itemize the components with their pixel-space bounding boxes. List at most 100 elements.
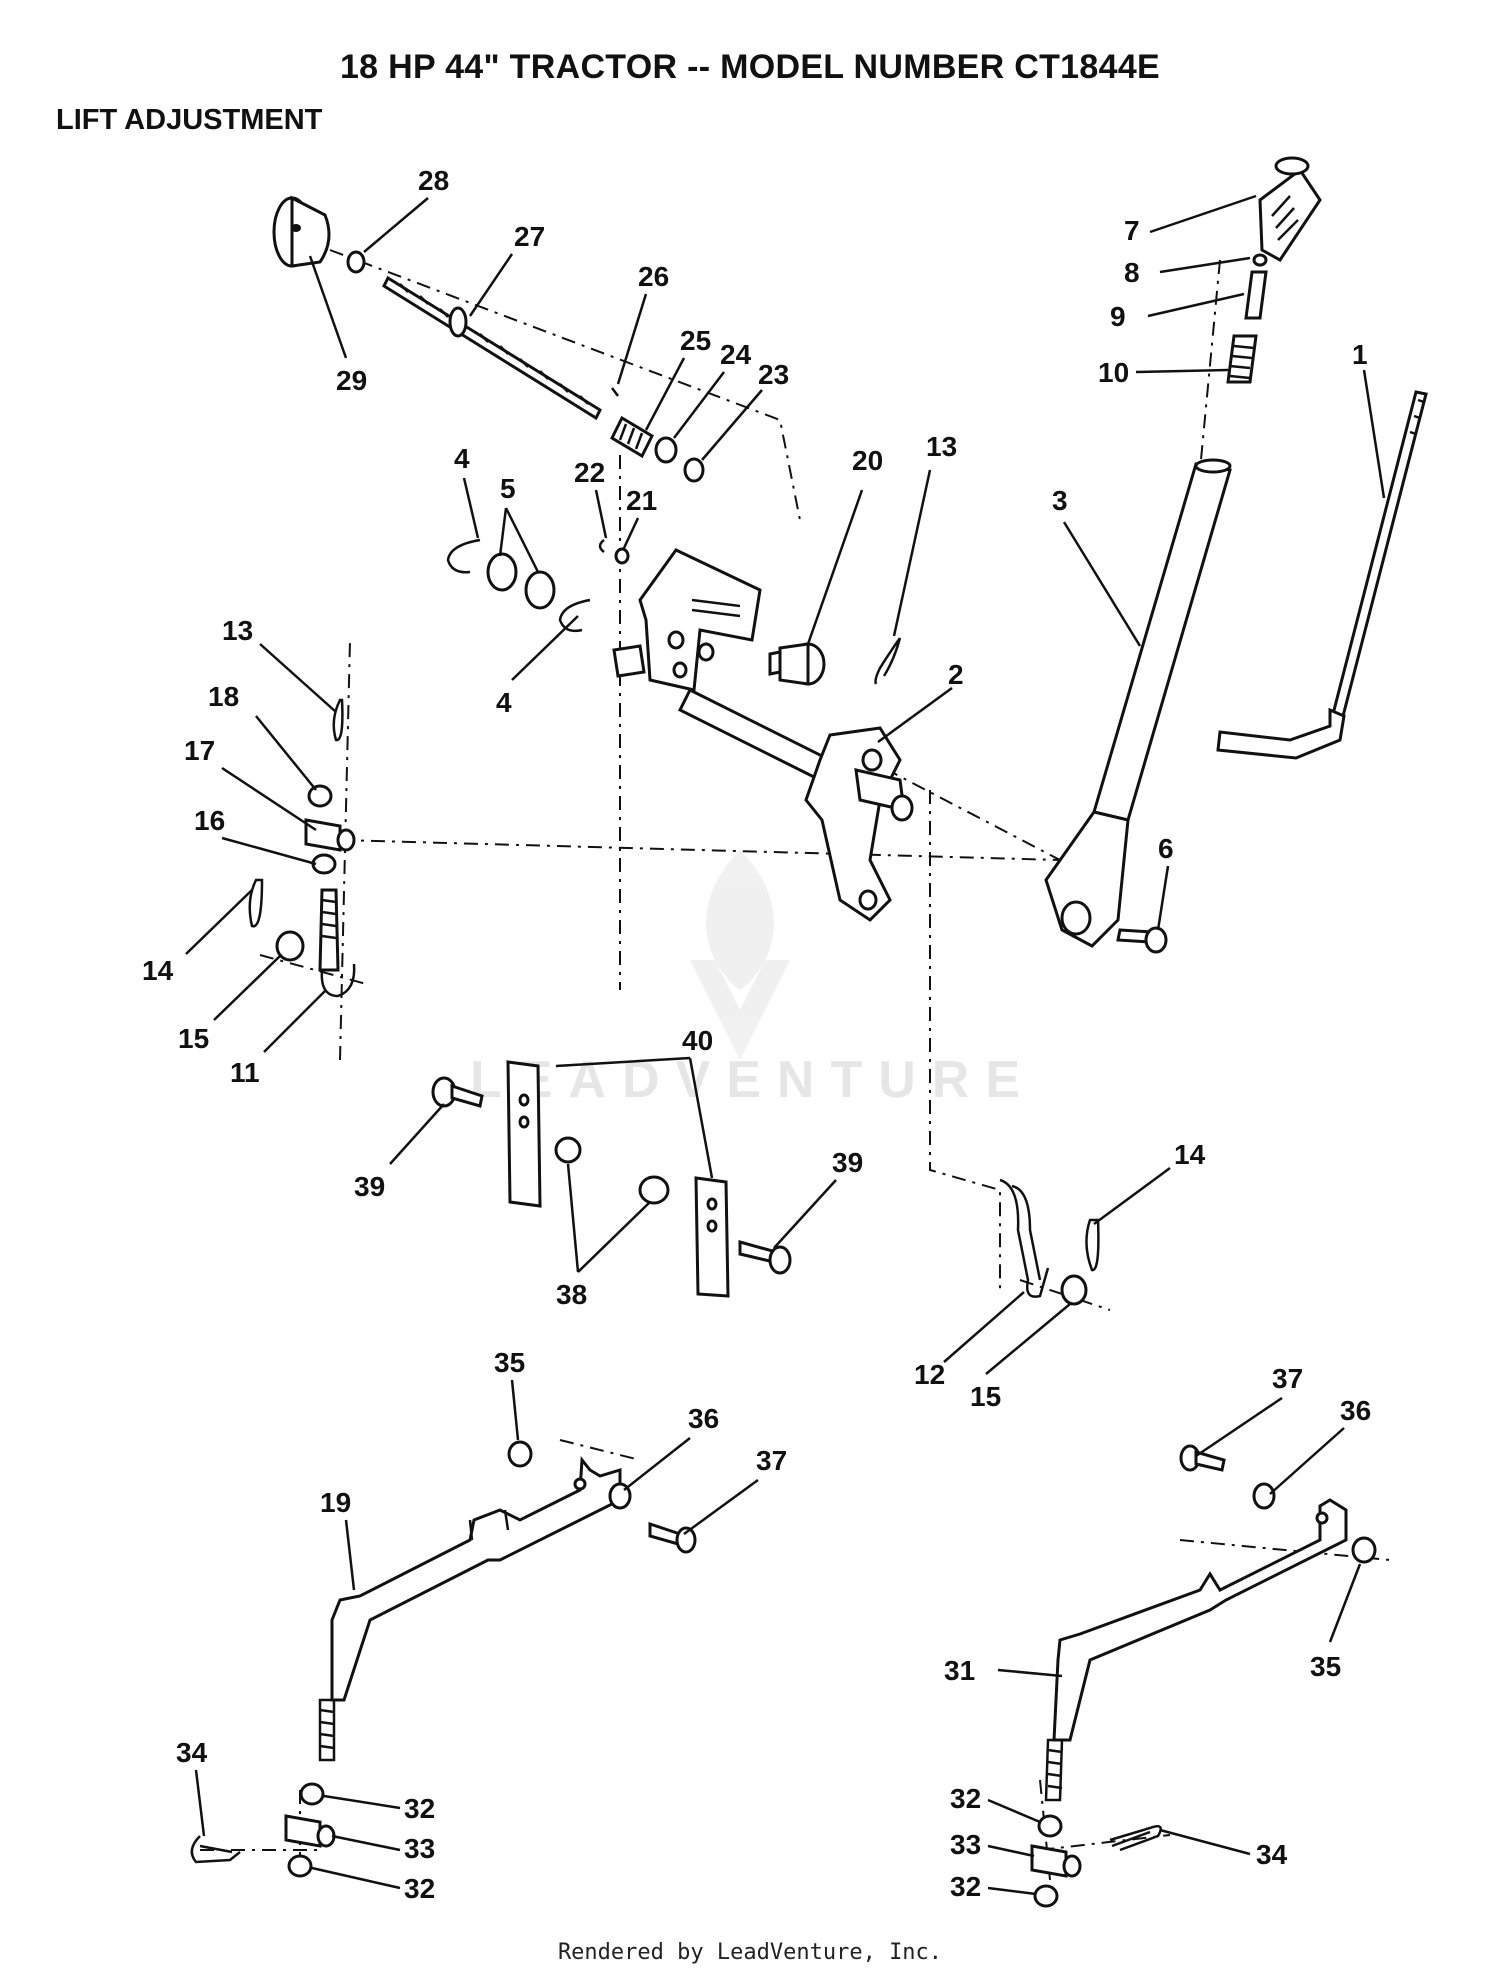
part-13-hairpin-left: [332, 698, 344, 742]
callout-6: 6: [1158, 833, 1174, 864]
callout-12: 12: [914, 1359, 945, 1390]
part-10-spring: [1226, 334, 1258, 384]
callout-32-br-b: 32: [950, 1871, 981, 1902]
part-15-washer-right: [1060, 1274, 1088, 1306]
part-15-washer-left: [275, 930, 305, 962]
callout-19: 19: [320, 1487, 351, 1518]
callout-8: 8: [1124, 257, 1140, 288]
callout-13-left: 13: [222, 615, 253, 646]
callout-7: 7: [1124, 215, 1140, 246]
callout-21: 21: [626, 485, 657, 516]
part-21-washer: [614, 547, 630, 565]
part-2-lift-shaft: [677, 687, 914, 922]
part-25-spring: [610, 415, 654, 459]
part-28-washer: [346, 250, 366, 274]
callout-27: 27: [514, 221, 545, 252]
leadventure-logo-watermark: [690, 850, 790, 1060]
part-1-rod: [1216, 390, 1428, 760]
callout-16: 16: [194, 805, 225, 836]
part-19-lift-link-left: [318, 1456, 622, 1762]
section-title: LIFT ADJUSTMENT: [56, 104, 323, 136]
callout-1: 1: [1352, 339, 1368, 370]
part-33-swivel-bl: [284, 1814, 336, 1848]
part-24-washer: [654, 436, 678, 464]
part-9-button-rod: [1244, 270, 1268, 320]
part-32-nut-br-b: [1033, 1884, 1059, 1908]
callout-36-left: 36: [688, 1403, 719, 1434]
part-35-nut-right: [1351, 1536, 1377, 1564]
part-12-hook: [999, 1178, 1050, 1298]
lift-bracket-plate: [612, 548, 762, 692]
callout-34-left: 34: [176, 1737, 208, 1768]
callout-37-right: 37: [1272, 1363, 1303, 1394]
callout-32-br-a: 32: [950, 1783, 981, 1814]
callout-15-left: 15: [178, 1023, 209, 1054]
callout-40: 40: [682, 1025, 713, 1056]
part-39-bolt-left: [431, 1076, 484, 1108]
callout-5: 5: [500, 473, 516, 504]
part-17-swivel: [304, 818, 356, 852]
part-3-lift-handle: [1044, 458, 1232, 948]
part-38-nut-b: [638, 1175, 670, 1205]
part-13-hairpin-upper: [874, 637, 902, 685]
part-4-retaining-ring-b: [558, 598, 591, 633]
part-16-nut: [311, 853, 337, 875]
callout-32-bl-b: 32: [404, 1873, 435, 1904]
callout-18: 18: [208, 681, 239, 712]
callout-25: 25: [680, 325, 711, 356]
callout-15-right: 15: [970, 1381, 1001, 1412]
part-8-ball: [1252, 253, 1268, 267]
part-32-nut-bl-b: [287, 1854, 313, 1878]
part-20-adjuster-knob: [768, 642, 826, 686]
callout-36-right: 36: [1340, 1395, 1371, 1426]
callout-38: 38: [556, 1279, 587, 1310]
callout-35-left: 35: [494, 1347, 525, 1378]
callout-23: 23: [758, 359, 789, 390]
part-33-swivel-br: [1030, 1844, 1082, 1878]
part-37-bolt-right: [1179, 1444, 1226, 1472]
part-29-knob: [272, 195, 331, 268]
part-26-pin: [611, 387, 619, 397]
callout-14-right: 14: [1174, 1139, 1206, 1170]
part-14-hairpin-left: [248, 878, 264, 928]
callout-35-right: 35: [1310, 1651, 1341, 1682]
part-23-nut: [683, 457, 705, 483]
part-34-hairpin-bl: [190, 1835, 241, 1864]
callout-labels: 28 27 26 29 25 24 23 7 8 9 10 1 4 5 22 2…: [142, 165, 1371, 1904]
callout-34-right: 34: [1256, 1839, 1288, 1870]
callout-29: 29: [336, 365, 367, 396]
callout-17: 17: [184, 735, 215, 766]
part-38-nut-a: [554, 1136, 582, 1164]
part-4-retaining-ring-a: [446, 538, 481, 574]
callout-37-left: 37: [756, 1445, 787, 1476]
part-27-threaded-rod: [382, 275, 602, 421]
callout-33-right: 33: [950, 1829, 981, 1860]
callout-24: 24: [720, 339, 752, 370]
footer-credit: Rendered by LeadVenture, Inc.: [557, 1940, 943, 1965]
callout-32-bl-a: 32: [404, 1793, 435, 1824]
callout-4-lower: 4: [496, 687, 512, 718]
part-37-bolt-left: [648, 1521, 697, 1554]
part-35-nut-left: [507, 1440, 533, 1468]
part-7-grip: [1258, 156, 1322, 262]
part-6-bolt: [1116, 926, 1168, 954]
callout-3: 3: [1052, 485, 1068, 516]
part-18-nut: [307, 784, 333, 808]
callout-20: 20: [852, 445, 883, 476]
part-32-nut-br-a: [1037, 1814, 1063, 1838]
part-40-plate-left: [506, 1060, 542, 1208]
callout-leader-lines: [185, 194, 1386, 1896]
callout-22: 22: [574, 457, 605, 488]
callout-11: 11: [230, 1057, 260, 1088]
part-5-washer-a: [486, 552, 518, 592]
part-39-bolt-right: [738, 1240, 792, 1275]
part-22-clip: [598, 539, 605, 553]
callout-26: 26: [638, 261, 669, 292]
part-34-hairpin-br: [1109, 1825, 1162, 1852]
page-title: 18 HP 44" TRACTOR -- MODEL NUMBER CT1844…: [339, 48, 1161, 86]
callout-31: 31: [944, 1655, 975, 1686]
part-5-washer-b: [524, 570, 556, 610]
part-31-lift-link-right: [1044, 1498, 1348, 1802]
